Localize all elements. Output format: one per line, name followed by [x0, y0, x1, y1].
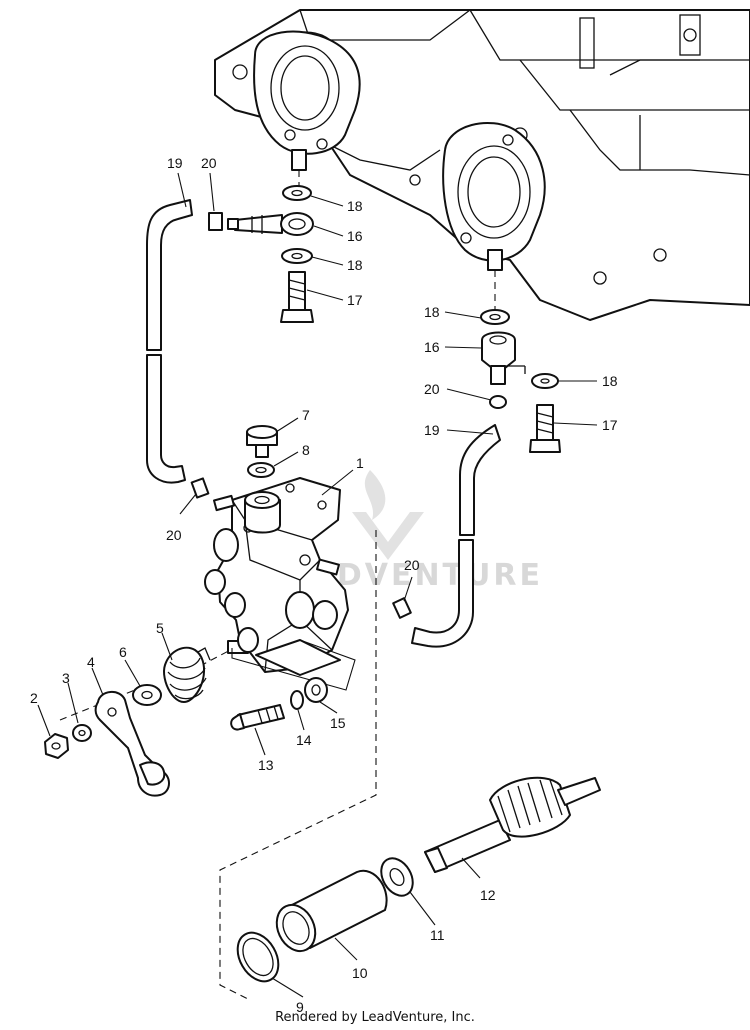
lever-group	[44, 646, 211, 797]
callout-15: 15	[330, 715, 346, 731]
callout-17-right: 17	[602, 417, 618, 433]
washer-18a	[282, 185, 312, 201]
callout-17-left: 17	[347, 292, 363, 308]
banjo-fitting-16a	[234, 214, 283, 234]
callout-18-top-1: 18	[347, 198, 363, 214]
drive-shaft-12	[424, 776, 601, 873]
washer-15	[304, 677, 328, 703]
callout-18-right-1: 18	[424, 304, 440, 320]
callout-4: 4	[87, 654, 95, 670]
hose-19a	[146, 199, 193, 484]
leader-lines	[37, 172, 598, 998]
callout-7: 7	[302, 407, 310, 423]
washer-18d	[531, 373, 559, 389]
hose-19b	[411, 424, 501, 648]
callout-13: 13	[258, 757, 274, 773]
engine-cylinder-block	[214, 9, 750, 321]
credit-footer: Rendered by LeadVenture, Inc.	[275, 1010, 475, 1025]
callout-8: 8	[302, 442, 310, 458]
callout-16-left: 16	[347, 228, 363, 244]
callout-11: 11	[430, 927, 445, 943]
callout-20-pump-right: 20	[404, 557, 420, 573]
callout-1: 1	[356, 455, 364, 471]
washer-6	[132, 684, 162, 706]
screw-13	[230, 704, 285, 731]
callout-20-pump-left: 20	[166, 527, 182, 543]
o-ring-9	[236, 931, 280, 983]
callout-12: 12	[480, 887, 496, 903]
callout-9: 9	[296, 999, 304, 1015]
washer-18c	[480, 309, 510, 325]
washer-14	[290, 690, 304, 710]
callout-18-right-2: 18	[602, 373, 618, 389]
washer-8	[247, 462, 275, 478]
clip-20a	[208, 212, 223, 231]
callout-2: 2	[30, 690, 38, 706]
callout-5: 5	[156, 620, 164, 636]
callout-14: 14	[296, 732, 312, 748]
clip-20d	[392, 597, 412, 619]
oil-pump-body	[204, 477, 349, 676]
washer-18b	[281, 248, 313, 264]
callout-19-right: 19	[424, 422, 440, 438]
callout-3: 3	[62, 670, 70, 686]
washer-3	[72, 724, 92, 742]
sleeve-10	[275, 869, 388, 953]
upper-left-fitting-group	[208, 185, 314, 323]
upper-right-fitting-group	[480, 309, 561, 453]
callout-6: 6	[119, 644, 127, 660]
callout-18-top-2: 18	[347, 257, 363, 273]
washer-11	[380, 857, 414, 897]
callout-16-right: 16	[424, 339, 440, 355]
nut-2	[44, 733, 69, 759]
banjo-fitting-16b	[481, 331, 516, 369]
bolt-7	[246, 425, 278, 458]
callout-20-top-left: 20	[201, 155, 217, 171]
callout-20-right-top: 20	[424, 381, 440, 397]
callout-numbers: 19 20 18 16 18 17 18 16 18 20 17 19 7 8 …	[30, 155, 618, 1015]
callout-10: 10	[352, 965, 368, 981]
callout-19-left: 19	[167, 155, 183, 171]
clip-20b	[489, 395, 507, 409]
clip-20c	[190, 477, 210, 499]
